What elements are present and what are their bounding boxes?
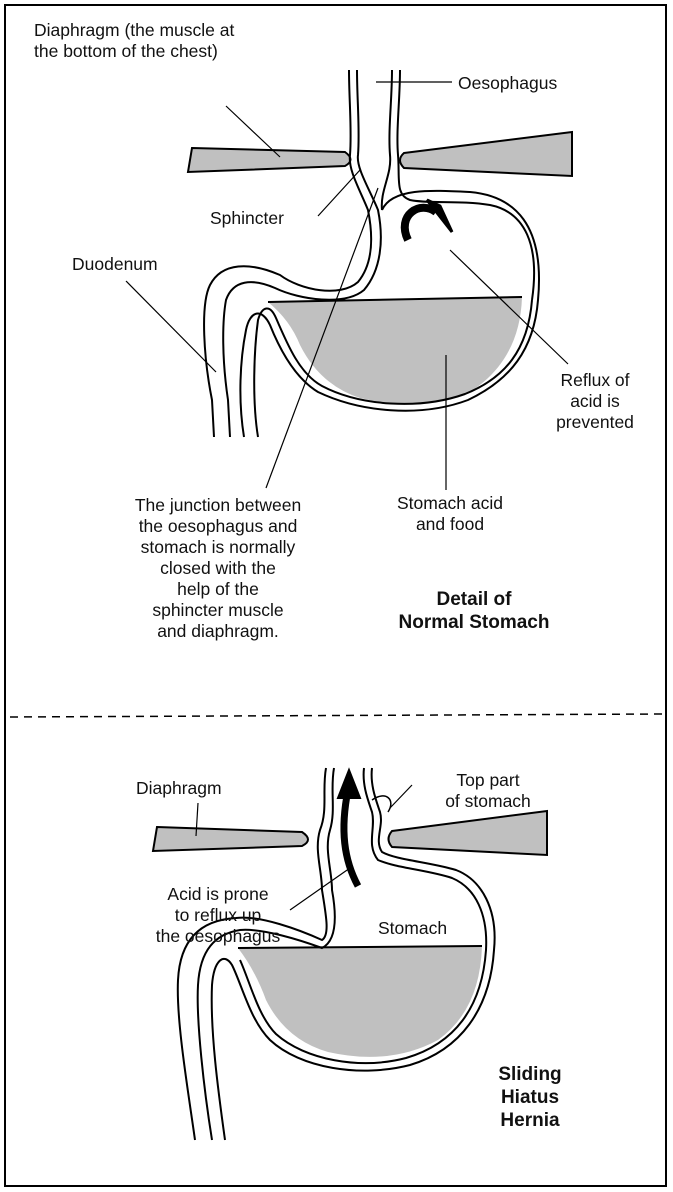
- normal-stomach-acid: [268, 297, 522, 404]
- hernia-diaphragm-left: [153, 827, 308, 851]
- acid-label: Stomach acid and food: [370, 493, 530, 535]
- sphincter-label: Sphincter: [210, 208, 284, 229]
- hernia-reflux-arrow: [344, 790, 358, 886]
- oesophagus-label: Oesophagus: [458, 73, 557, 94]
- hernia-top-bulge: [372, 796, 391, 812]
- hernia-acid-label: Acid is prone to reflux up the oesophagu…: [128, 884, 308, 947]
- leader-top-part: [390, 785, 412, 808]
- junction-label: The junction between the oesophagus and …: [98, 495, 338, 642]
- hernia-diaphragm-label: Diaphragm: [136, 778, 222, 799]
- leader-duodenum: [126, 281, 216, 372]
- top-part-label: Top part of stomach: [418, 770, 558, 812]
- stomach-label: Stomach: [378, 918, 447, 939]
- section-separator: [10, 714, 662, 717]
- hernia-caption: Sliding Hiatus Hernia: [460, 1063, 600, 1132]
- reflux-label: Reflux of acid is prevented: [530, 370, 660, 433]
- duodenum-label: Duodenum: [72, 254, 158, 275]
- normal-reflux-arrow: [405, 208, 436, 240]
- hernia-diaphragm-right: [389, 811, 548, 855]
- hernia-stomach-acid: [238, 946, 482, 1057]
- diaphragm-right: [400, 132, 572, 176]
- normal-caption: Detail of Normal Stomach: [364, 588, 584, 634]
- hernia-reflux-arrowhead: [338, 770, 360, 798]
- normal-reflux-arrowhead: [427, 200, 452, 232]
- leader-sphincter: [318, 170, 360, 216]
- diaphragm-left: [188, 148, 351, 172]
- diaphragm-label: Diaphragm (the muscle at the bottom of t…: [34, 20, 234, 62]
- normal-oesophagus-right-wall: [382, 70, 392, 210]
